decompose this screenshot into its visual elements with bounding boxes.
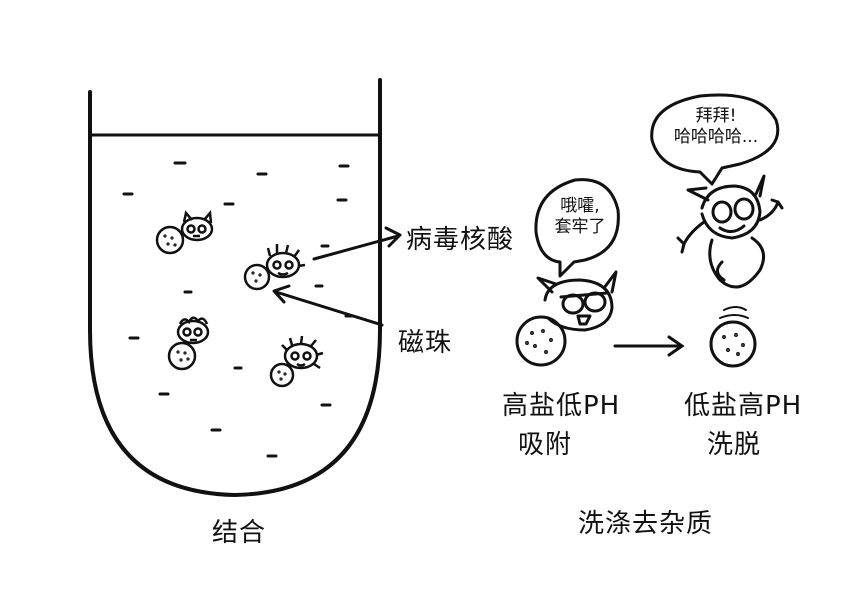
eluted-character xyxy=(676,174,784,368)
magnetic-bead xyxy=(155,225,185,255)
arrow-to-bead-label xyxy=(272,284,384,327)
liquid-dashes xyxy=(122,161,354,458)
bubble-right-line-2: 哈哈哈哈... xyxy=(673,127,759,148)
virus-face xyxy=(176,319,210,345)
label-virus-nucleic-acid: 病毒核酸 xyxy=(406,225,515,255)
label-adsorb: 吸附 xyxy=(518,430,573,460)
bubble-left-line-1: 哦嚯, xyxy=(560,196,600,216)
virus-face xyxy=(700,184,762,240)
label-magnetic-bead: 磁珠 xyxy=(398,328,453,358)
caption-wash-impurities: 洗涤去杂质 xyxy=(578,509,714,539)
arrow-to-virus-label xyxy=(312,226,402,261)
adsorbed-character xyxy=(515,270,618,367)
bead-virus-pair-4 xyxy=(269,335,324,388)
bead-virus-pair-3 xyxy=(167,316,210,371)
caption-bind: 结合 xyxy=(212,518,267,548)
virus-face xyxy=(543,278,614,332)
bead-virus-pair-1 xyxy=(155,209,214,255)
tube-outline xyxy=(88,78,382,497)
magnetic-bead xyxy=(515,315,567,367)
bead-virus-pair-2 xyxy=(243,244,306,291)
speech-bubble-right-text: 拜拜! 哈哈哈哈... xyxy=(652,106,780,149)
bubble-right-line-1: 拜拜! xyxy=(695,106,737,126)
magnetic-bead xyxy=(269,362,295,388)
label-high-salt-low-ph: 高盐低PH xyxy=(502,391,621,421)
speech-bubble-right xyxy=(650,93,780,186)
magnetic-bead xyxy=(243,263,271,291)
bubble-left-line-2: 套牢了 xyxy=(554,217,606,238)
label-elute: 洗脱 xyxy=(707,430,762,460)
magnetic-bead xyxy=(709,320,757,368)
virus-face xyxy=(180,216,214,242)
magnetic-bead xyxy=(167,341,197,371)
speech-bubble-left xyxy=(534,178,620,278)
speech-bubble-left-text: 哦嚯, 套牢了 xyxy=(544,196,616,239)
label-low-salt-high-ph: 低盐高PH xyxy=(684,391,803,421)
arrow-adsorb-to-elute xyxy=(613,335,685,357)
